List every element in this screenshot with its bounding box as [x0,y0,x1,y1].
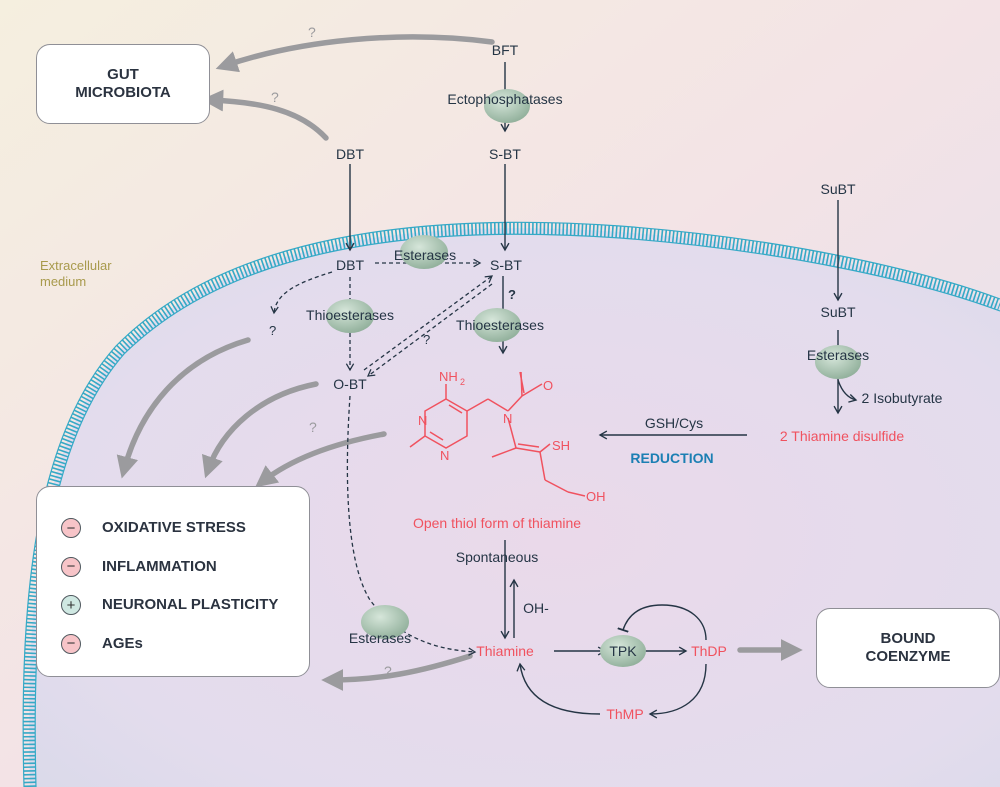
thioesterases-label-right: Thioesterases [456,317,544,333]
unknown-to-effects-arrow [116,337,251,479]
tpk-enzyme [600,635,646,667]
subt-label-outside: SuBT [820,181,855,197]
obt-to-sbt-dashed [366,283,493,377]
esterases-label-subt: Esterases [807,347,869,363]
bft-label: BFT [492,42,519,58]
thiamine-label: Thiamine [476,643,534,659]
enzyme-blobs [326,89,861,667]
effect-label: AGEs [102,634,143,652]
thdp-inhibits-tpk [617,604,707,641]
atom-o: O [543,378,553,393]
question-obt-sbt: ? [423,332,430,347]
effect-row-ages: − AGEs [61,625,309,664]
question-thiamine-effects: ? [384,663,392,679]
esterase-enzyme-membrane [400,235,448,269]
plus-icon: + [61,595,81,616]
effect-label: NEURONAL PLASTICITY [102,596,279,614]
thiamine-to-effects-arrow [321,653,473,691]
obt-to-thiamine-dashed [346,395,477,656]
thmp-label: ThMP [606,706,643,722]
dbt-to-gut-arrow [201,89,329,141]
atom-n-2: N [440,448,449,463]
open-thiol-structure [409,371,586,497]
sbt-to-obt-dashed [363,275,494,371]
extracellular-label-line2: medium [40,274,86,289]
minus-icon: − [61,518,81,539]
sbt-label-outside: S-BT [489,146,521,162]
atom-n-1: N [418,413,427,428]
grey-arrows [116,34,803,691]
tpk-label: TPK [609,643,637,659]
methyl-bond-2 [491,447,517,458]
reduction-label: REDUCTION [630,450,713,466]
unknown-metabolite: ? [269,323,276,338]
question-sbt-thioesterase: ? [508,287,516,302]
effect-row-neuronal-plasticity: + NEURONAL PLASTICITY [61,586,309,625]
atom-sh: SH [552,438,570,453]
thioesterases-label-left: Thioesterases [306,307,394,323]
gut-microbiota-line1: GUT [107,66,139,83]
open-thiol-to-effects-arrow [255,431,387,488]
gsh-cys-label: GSH/Cys [645,415,703,431]
atom-nh2: NH [439,369,458,384]
isobutyrate-label: 2 Isobutyrate [862,390,943,406]
bound-coenzyme-line1: BOUND [880,630,936,647]
gut-microbiota-line2: MICROBIOTA [75,84,171,101]
dbt-label-inside: DBT [336,257,364,273]
ectophosphatases-label: Ectophosphatases [447,91,562,107]
methyl-bond [409,435,426,448]
thmp-to-thiamine-arrow [516,662,601,715]
bound-coenzyme-line2: COENZYME [865,648,951,665]
isobutyrate-release-arrow [837,379,858,403]
spontaneous-label: Spontaneous [456,549,539,565]
thdp-label: ThDP [691,643,727,659]
effect-row-inflammation: − INFLAMMATION [61,548,309,587]
bound-coenzyme-box: BOUND COENZYME [816,608,1000,688]
effect-row-oxidative-stress: − OXIDATIVE STRESS [61,509,309,548]
oh-label: OH- [523,600,549,616]
structure-atom-labels: NH 2 N N N O SH OH [418,369,606,504]
esterase-enzyme-thiamine [361,605,409,639]
thioesterase-enzyme-left [326,299,374,333]
esterases-label-thiamine: Esterases [349,630,411,646]
effect-label: OXIDATIVE STRESS [102,519,246,537]
sbt-label-inside: S-BT [490,257,522,273]
extracellular-label-line1: Extracellular [40,258,112,273]
question-bft-gut: ? [308,24,316,40]
thdp-to-thmp-arrow [648,663,707,719]
formyl-bond [521,383,543,397]
minus-icon: − [61,633,81,654]
ch2-bond [466,398,489,412]
minus-icon: − [61,556,81,577]
subt-label-inside: SuBT [820,304,855,320]
esterases-label-membrane: Esterases [394,247,456,263]
obt-to-effects-arrow [201,381,319,479]
dbt-to-unknown-dashed [270,271,333,315]
thiamine-disulfide-label: 2 Thiamine disulfide [780,428,904,444]
biological-effects-box: − OXIDATIVE STRESS − INFLAMMATION + NEUR… [36,486,310,677]
open-thiol-label: Open thiol form of thiamine [413,515,581,531]
gut-microbiota-box: GUT MICROBIOTA [36,44,210,124]
thioesterase-enzyme-right [473,308,521,342]
effect-label: INFLAMMATION [102,557,217,575]
ectophosphatase-enzyme [484,89,530,123]
solid-arrows [345,62,858,719]
atom-nh2-subscript: 2 [460,377,465,387]
question-dbt-gut: ? [271,89,279,105]
atom-n-3: N [503,411,512,426]
obt-label: O-BT [333,376,367,392]
question-open-thiol-effects: ? [309,419,317,435]
dbt-label-outside: DBT [336,146,364,162]
bft-to-gut-arrow [215,34,495,73]
atom-oh: OH [586,489,606,504]
esterase-enzyme-subt [815,345,861,379]
